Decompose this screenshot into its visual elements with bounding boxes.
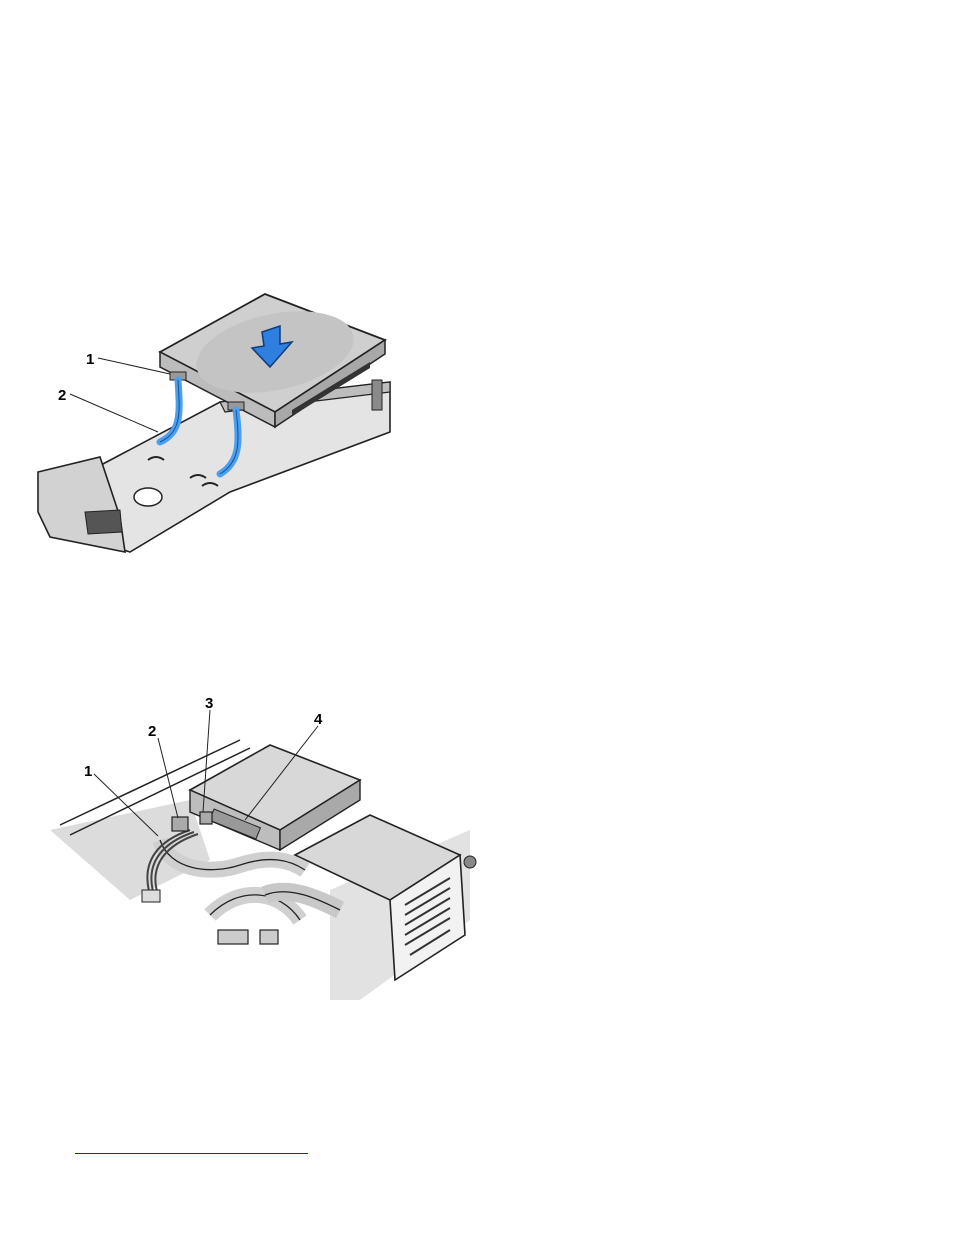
- power-input-connector: [200, 812, 212, 824]
- callout-4: 4: [314, 711, 323, 728]
- callout-leader: [70, 394, 158, 432]
- bracket-post: [372, 380, 382, 410]
- chassis-knob: [464, 856, 476, 868]
- callout-leader: [98, 358, 170, 374]
- callout-2: 2: [58, 387, 66, 404]
- drive-cable-connections-illustration: 1 2 3 4: [40, 690, 480, 1010]
- callout-1: 1: [84, 763, 92, 780]
- callout-3: 3: [205, 695, 213, 712]
- ribbon-connector: [260, 930, 278, 944]
- callout-1: 1: [86, 351, 94, 368]
- audio-connector: [172, 817, 188, 831]
- bracket-hole: [134, 488, 162, 506]
- power-connector: [142, 890, 160, 902]
- ribbon-connector: [218, 930, 248, 944]
- drive-installation-illustration: 1 2: [30, 282, 400, 564]
- bracket-slot: [85, 510, 122, 534]
- back-to-contents-link[interactable]: [75, 1139, 308, 1154]
- callout-2: 2: [148, 723, 156, 740]
- chassis-floor: [50, 800, 210, 900]
